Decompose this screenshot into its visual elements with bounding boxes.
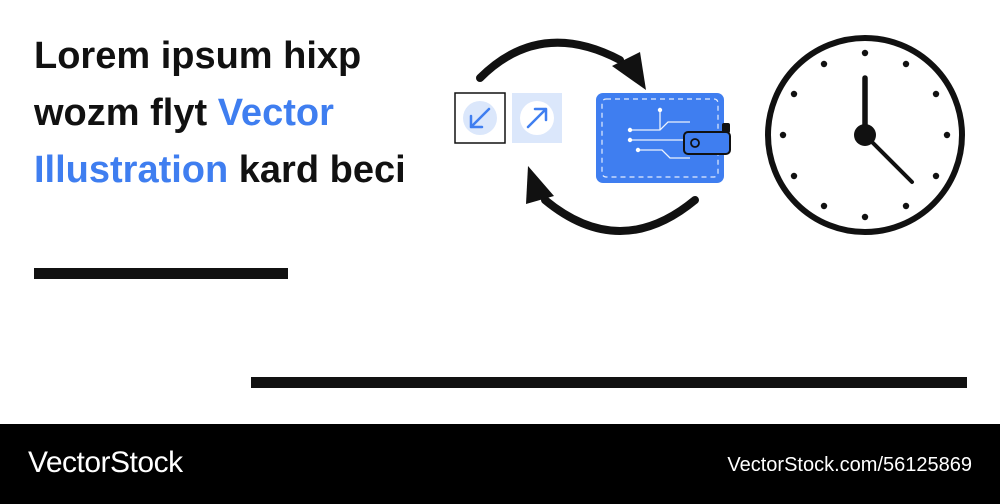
clock-icon [765,35,965,235]
headline: Lorem ipsum hixp wozm flyt Vector Illust… [34,28,454,199]
stock-id-text: VectorStock.com/56125869 [727,454,972,476]
exchange-cycle-icon [476,38,699,235]
arrow-up-right-icon [512,93,562,143]
headline-text-2: kard beci [228,149,406,191]
headline-highlight: Vector Illustration [34,92,334,191]
brand-logo: VectorStock [28,446,183,479]
short-divider [34,268,288,279]
footer-bar: VectorStock VectorStock.com/56125869 [0,424,1000,504]
illustration [454,35,965,235]
headline-text-1: Lorem ipsum hixp wozm flyt [34,35,362,134]
arrow-down-left-icon [454,92,506,144]
long-divider [251,377,967,388]
digital-wallet-icon [596,93,731,183]
